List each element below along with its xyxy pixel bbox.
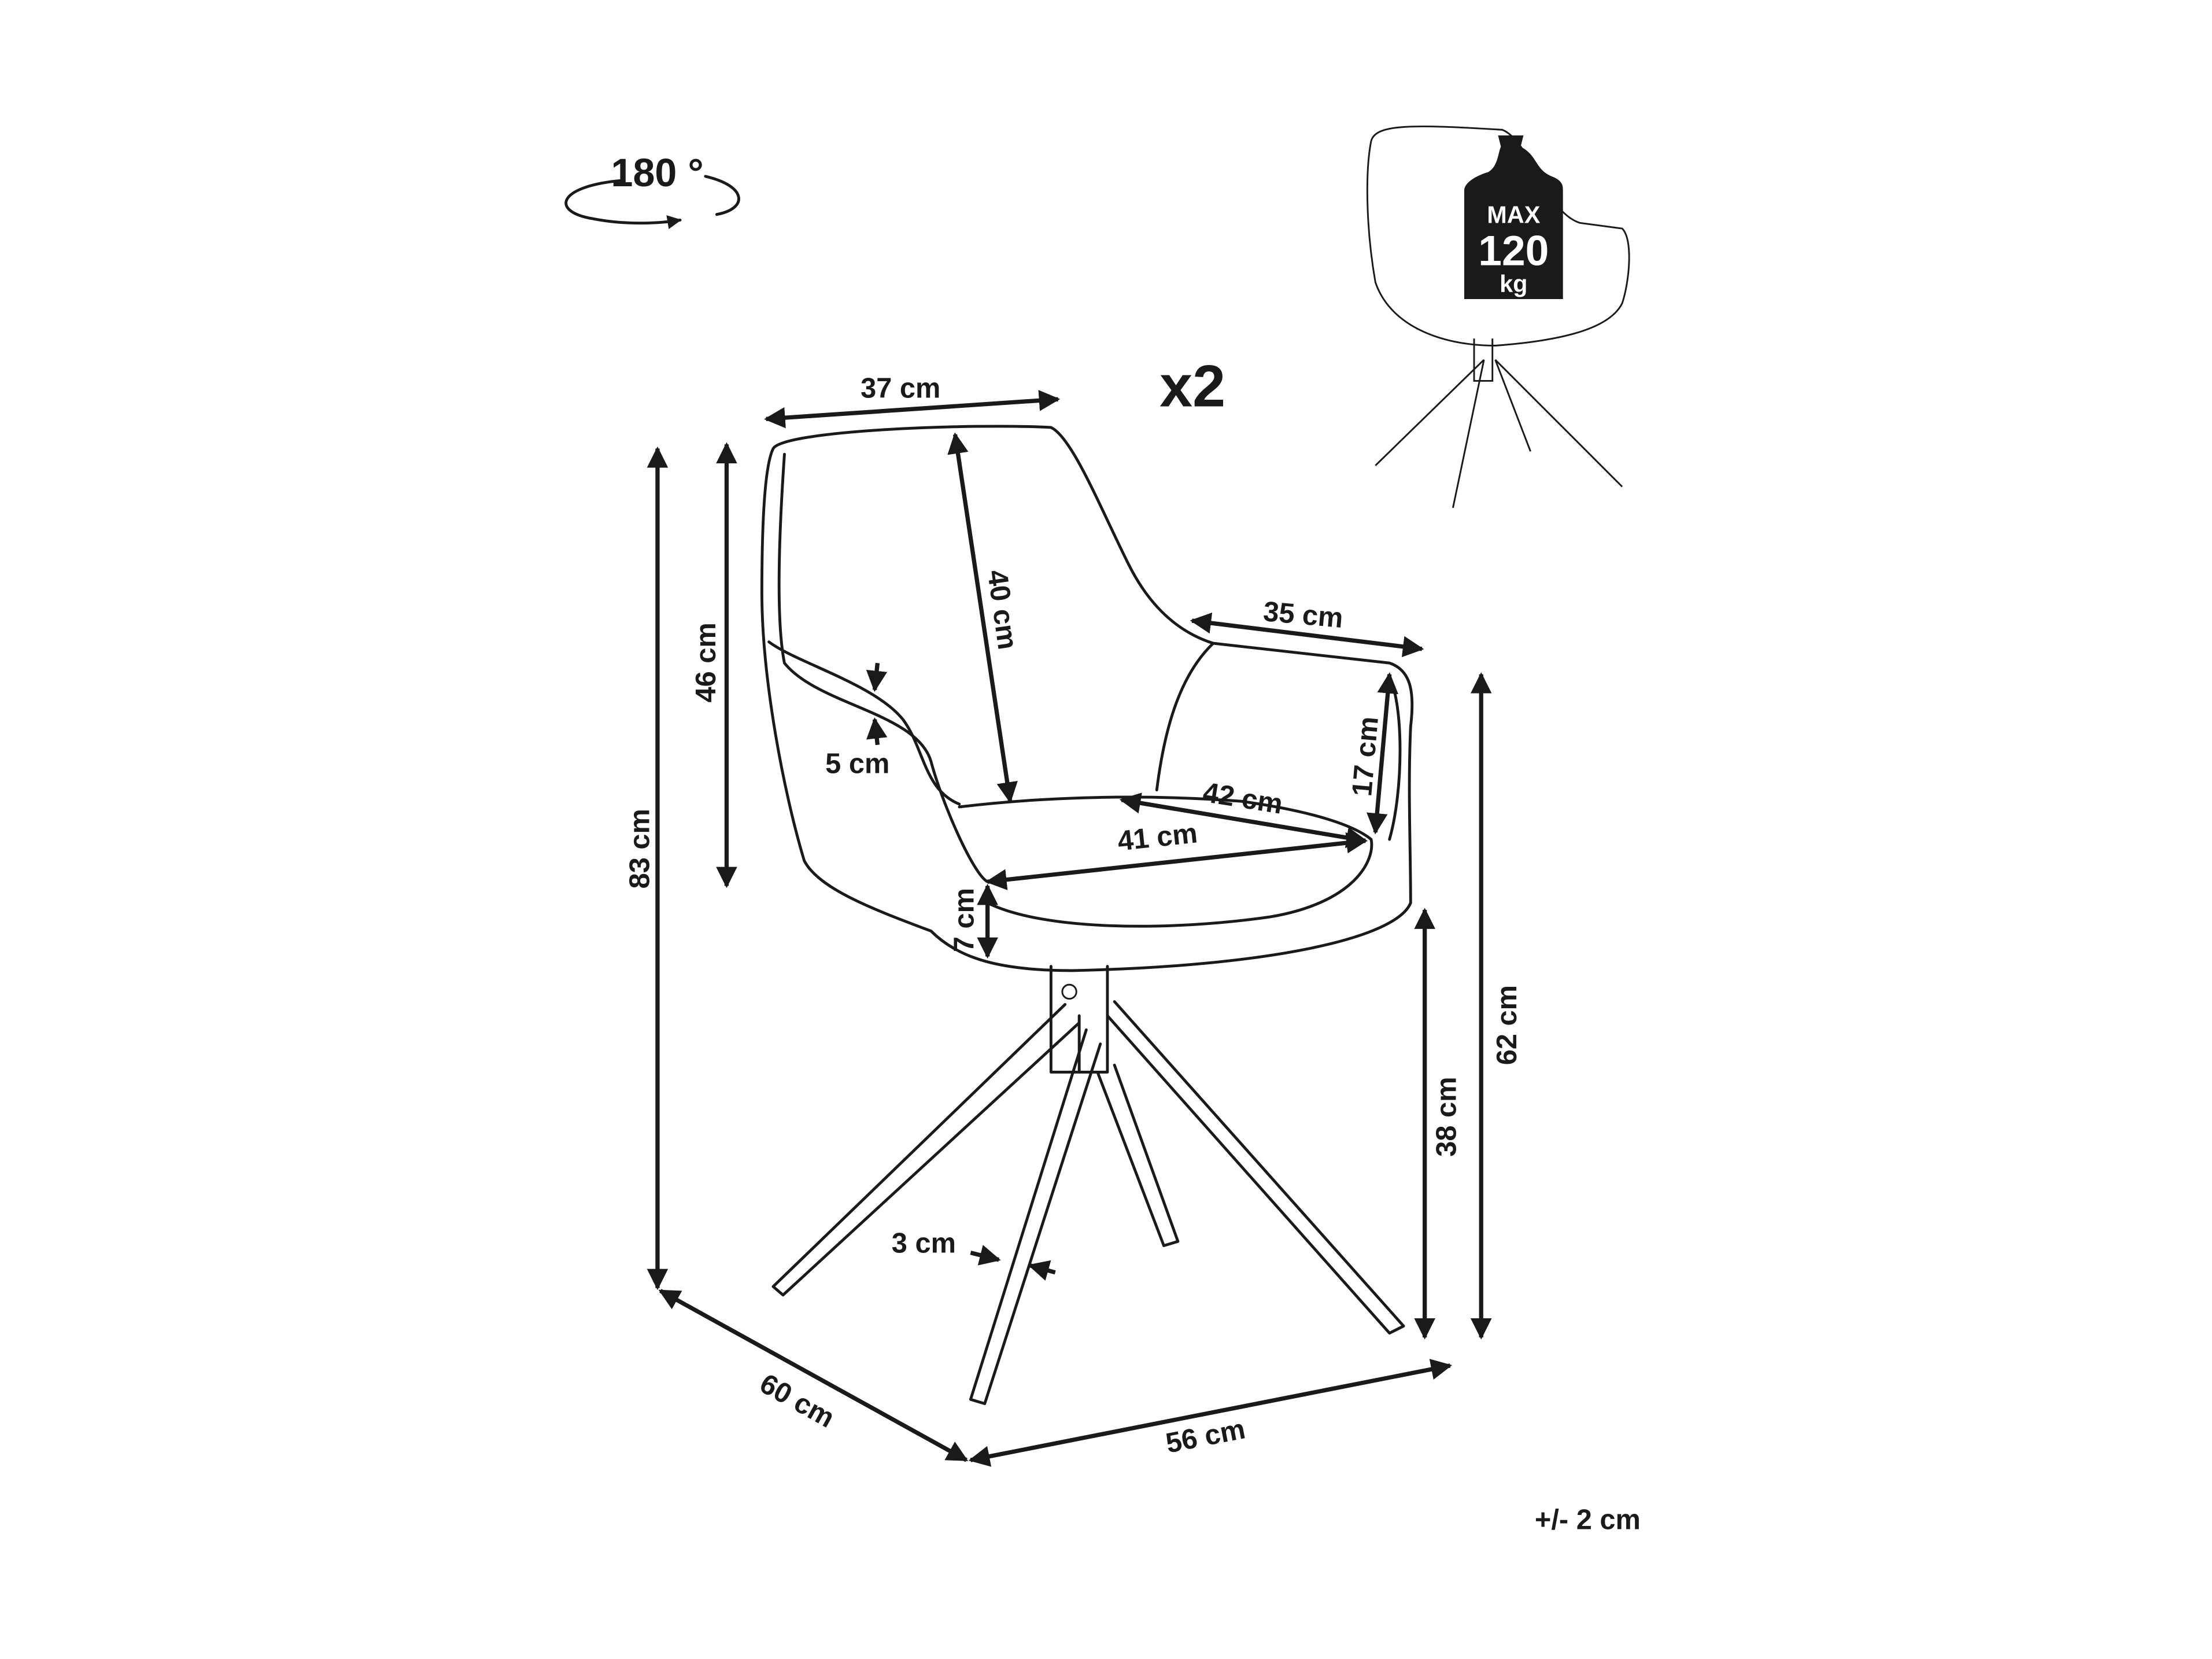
dim-armrest-length: 35 cm [1262,596,1344,634]
dim-seat-height: 38 cm [1431,1077,1462,1157]
dim-seat-to-top: 46 cm [690,622,722,702]
dim-armrest-floor-height: 62 cm [1491,985,1523,1065]
quantity-label: x2 [1159,352,1225,419]
max-weight-unit: kg [1500,270,1527,297]
dim-backrest-width: 37 cm [861,373,940,404]
max-weight-value: 120 [1478,227,1549,274]
max-load-icon: MAX 120 kg [1366,126,1630,508]
tolerance-note: +/- 2 cm [1535,1505,1641,1536]
max-label: MAX [1487,201,1540,228]
rotation-label: 180 ° [611,151,703,195]
dim-seat-thickness: 7 cm [948,888,980,952]
dimensions: 37 cm 40 cm 46 cm 83 cm 35 cm 17 cm 42 c… [624,373,1523,1467]
dim-total-depth: 60 cm [755,1368,840,1434]
dim-armrest-height: 17 cm [1346,715,1384,797]
dim-leg-width: 3 cm [892,1228,956,1259]
chair-outline [760,425,1414,1406]
dim-seat-depth: 41 cm [1116,817,1199,857]
dim-total-height: 83 cm [624,809,655,889]
dim-armrest-thickness: 5 cm [825,748,889,779]
rotate-180-icon: 180 ° [564,151,740,230]
